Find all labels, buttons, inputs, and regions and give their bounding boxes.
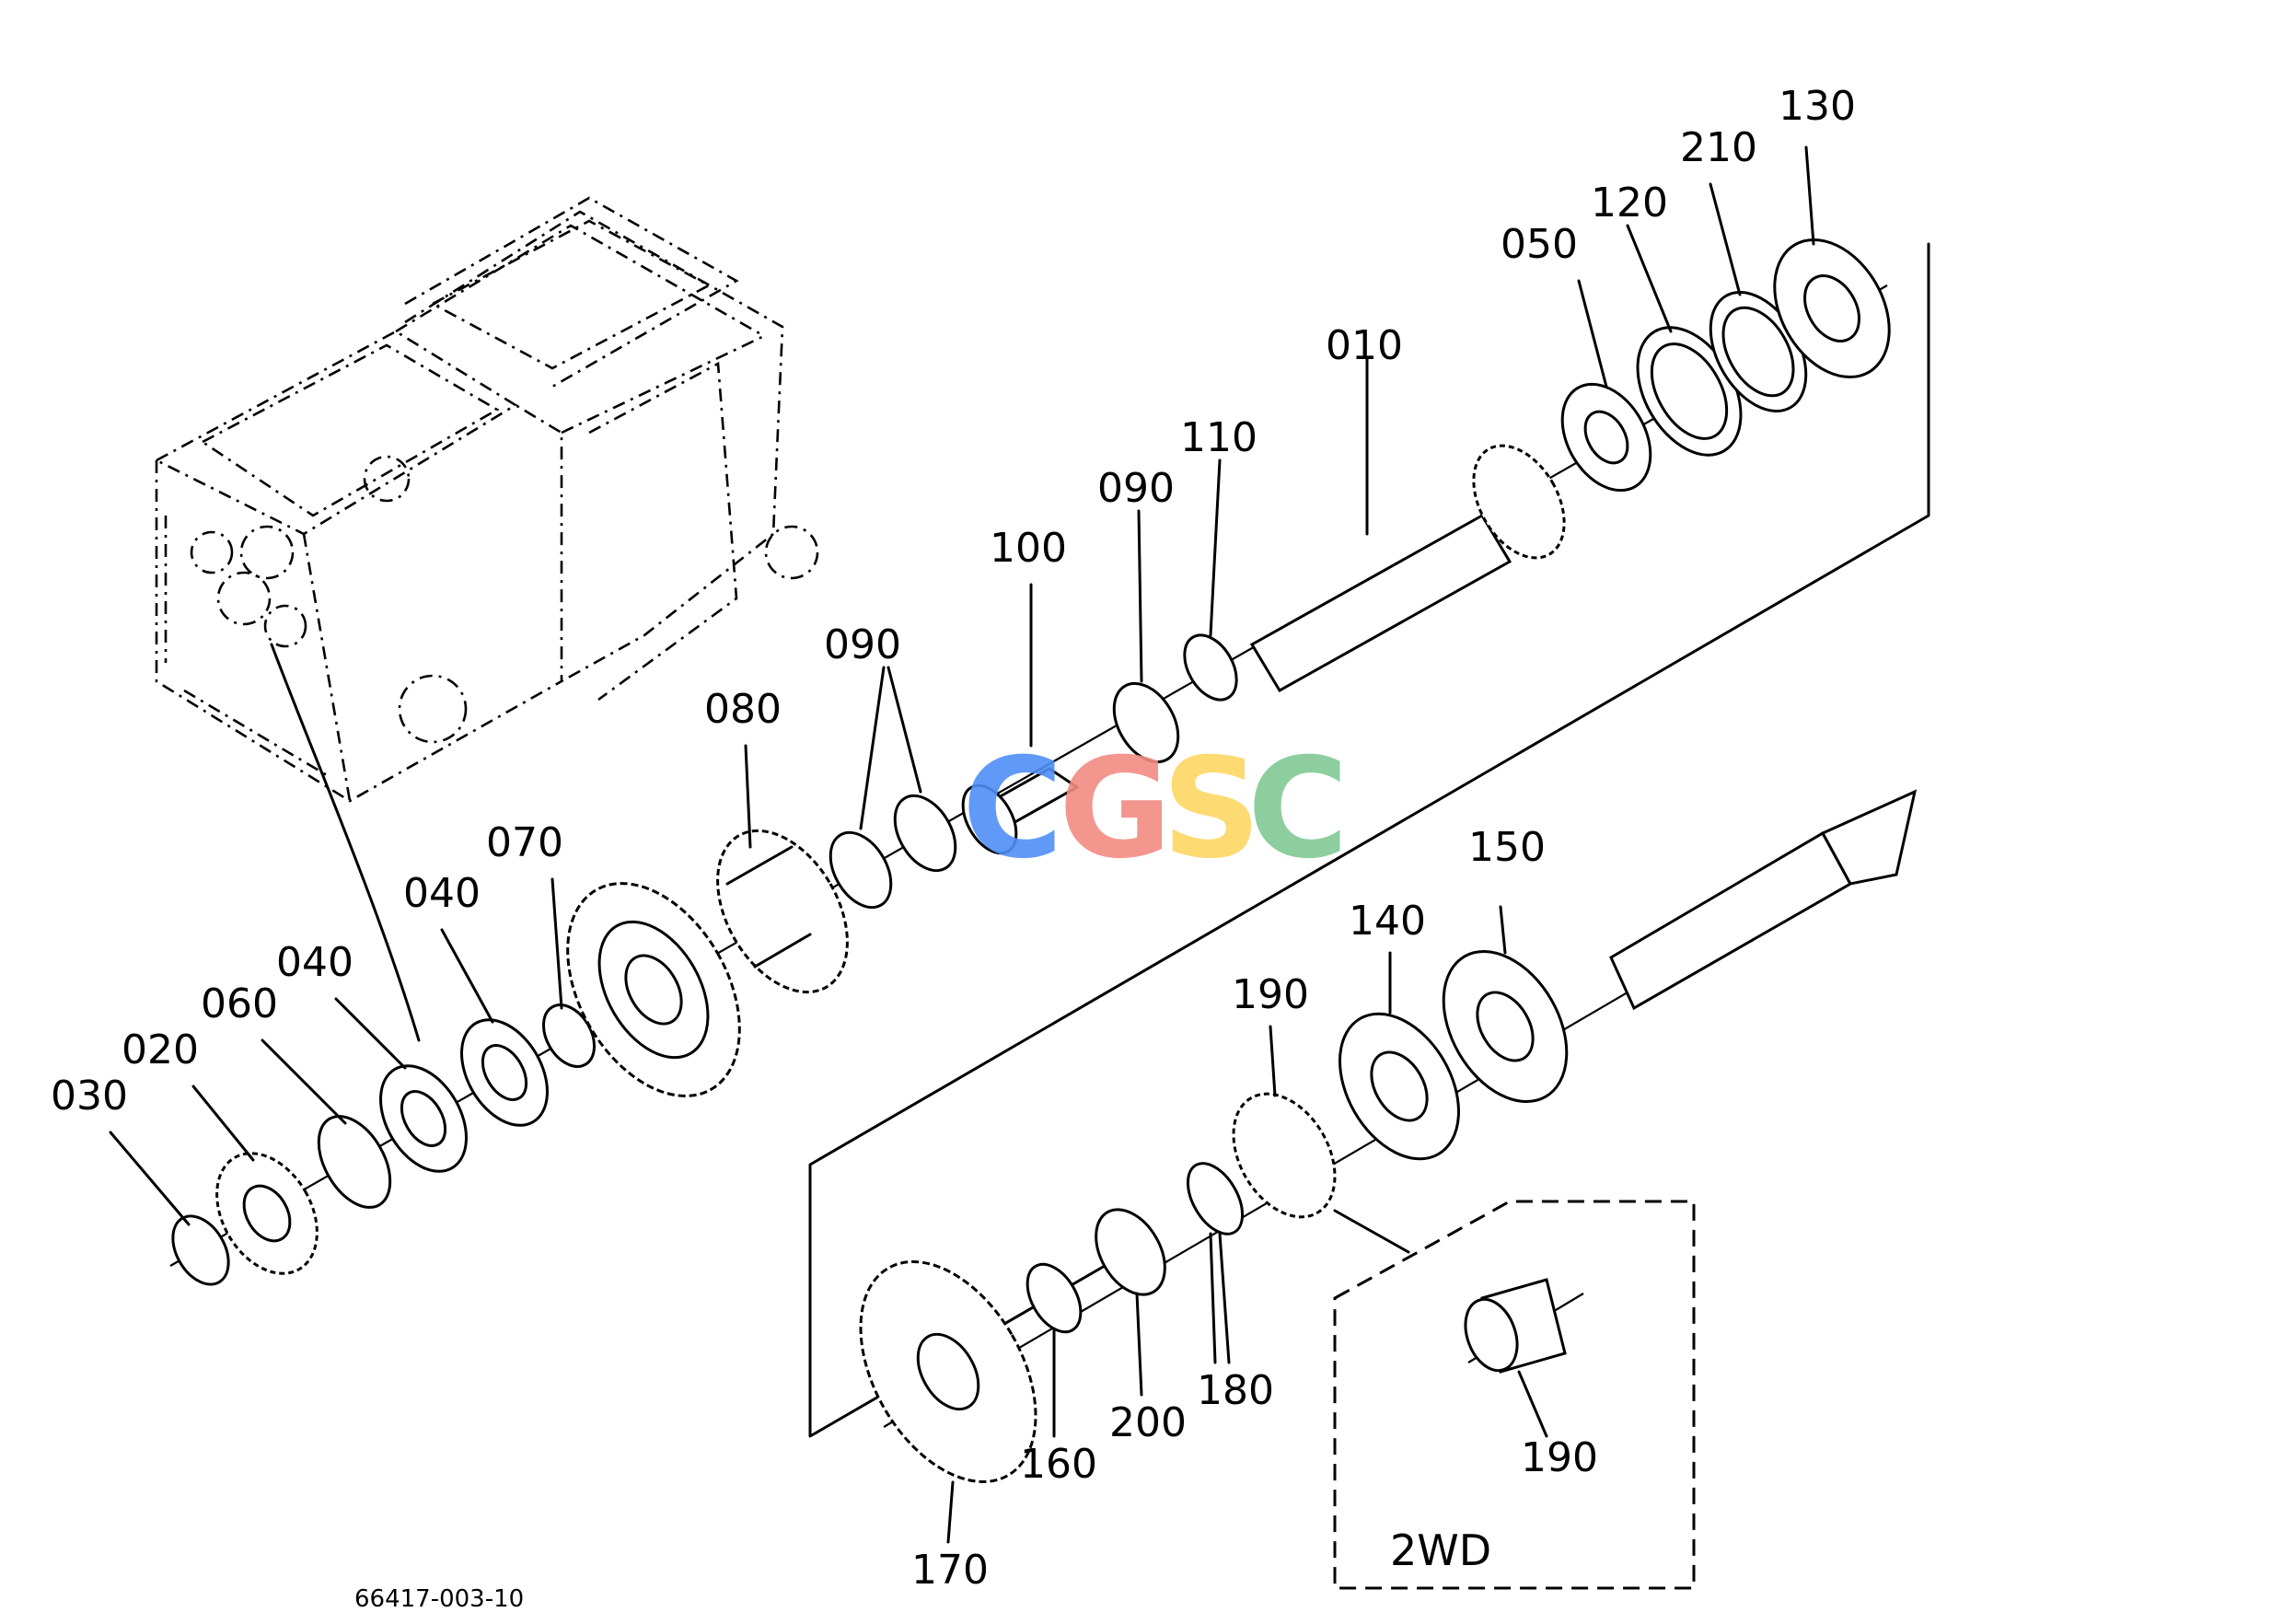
label-010: 010 (1326, 322, 1403, 369)
label-200: 200 (1109, 1399, 1187, 1446)
drawing-number: 66417-003-10 (354, 1585, 524, 1613)
label-050: 050 (1501, 221, 1578, 268)
label-070: 070 (486, 819, 563, 866)
label-080: 080 (704, 686, 782, 733)
label-030: 030 (51, 1073, 128, 1119)
label-170: 170 (911, 1547, 989, 1594)
upper-shaft-assembly (169, 238, 1891, 1286)
label-090-left: 090 (824, 621, 901, 668)
leader-lines (109, 145, 1815, 1544)
transmission-case-outline (154, 196, 819, 803)
watermark-letter-g: G (1059, 729, 1172, 889)
label-120: 120 (1591, 180, 1668, 226)
lower-shaft-assembly (859, 789, 1918, 1483)
label-040-upper: 040 (403, 870, 481, 917)
label-210: 210 (1680, 124, 1757, 171)
label-110: 110 (1180, 414, 1257, 461)
cgsc-watermark: C G S C (962, 729, 1349, 889)
label-130: 130 (1779, 83, 1856, 130)
watermark-letter-c2: C (1247, 729, 1349, 889)
label-020: 020 (122, 1027, 199, 1073)
2wd-inset (1333, 1200, 1696, 1590)
label-150: 150 (1468, 824, 1546, 871)
case-leader-line (270, 643, 421, 1042)
label-180: 180 (1197, 1367, 1274, 1414)
label-160: 160 (1020, 1441, 1097, 1488)
label-100: 100 (990, 525, 1067, 572)
label-190-inset: 190 (1521, 1434, 1598, 1481)
watermark-letter-c1: C (962, 729, 1063, 889)
label-140: 140 (1349, 898, 1426, 945)
label-090-top: 090 (1097, 465, 1175, 512)
variant-label-2wd: 2WD (1390, 1525, 1491, 1575)
label-040-lower: 040 (276, 939, 353, 986)
label-060: 060 (201, 980, 278, 1027)
part-labels: 010 050 120 210 130 110 090 100 090 080 … (51, 83, 1856, 1594)
label-190-upper: 190 (1232, 971, 1309, 1018)
watermark-letter-s: S (1162, 729, 1261, 889)
